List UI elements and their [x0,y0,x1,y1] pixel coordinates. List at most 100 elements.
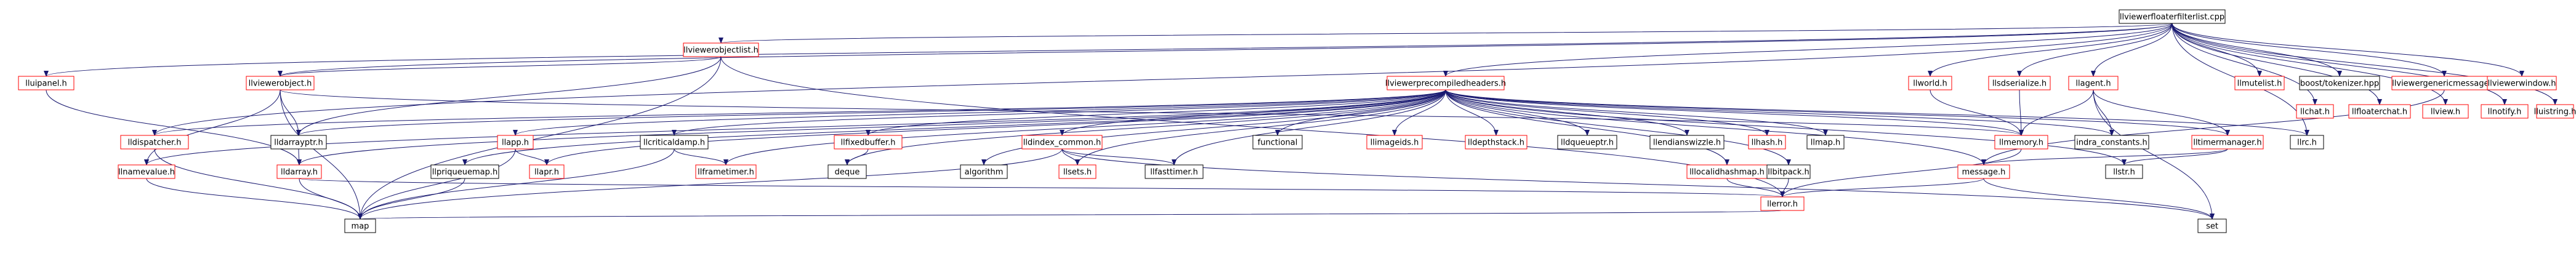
node-endian[interactable]: llendianswizzle.h [1649,135,1725,150]
node-label-notify: llnotify.h [2488,108,2522,117]
node-viewerobject[interactable]: llviewerobject.h [246,76,315,90]
node-label-localhash: lllocalidhashmap.h [1689,168,1765,177]
node-fasttimer[interactable]: llfasttimer.h [1145,164,1204,179]
node-box-viewerprecomp [1387,76,1505,90]
node-floaterchat[interactable]: llfloaterchat.h [2348,104,2411,119]
node-dqueueptr[interactable]: lldqueueptr.h [1557,135,1617,150]
node-apr[interactable]: llapr.h [529,164,565,179]
edge-root-to-lluistring [2171,23,2558,105]
edge-viewerprecomp-to-endian [1445,89,1689,136]
edge-timermgr-to-llstr [2122,148,2228,166]
node-indra_common[interactable]: lldindex_common.h [1021,135,1103,150]
node-label-frametimer: llframetimer.h [698,168,754,177]
node-llmemory[interactable]: llmemory.h [1994,135,2048,150]
node-imageids[interactable]: llimageids.h [1366,135,1423,150]
edge-agent-to-set [2093,89,2215,220]
edge-viewerprecomp-to-llmemory [1445,89,2024,136]
node-llrc[interactable]: llrc.h [2290,135,2324,150]
node-llerror[interactable]: llerror.h [1760,196,1805,211]
edge-uipanel-to-darray [46,89,302,166]
edge-viewerobject-to-darrayptr [280,89,301,136]
edge-root-to-uipanel [44,23,2173,77]
node-box-endian [1649,135,1725,150]
node-message[interactable]: message.h [1957,164,2010,179]
node-namevalue[interactable]: llnamevalue.h [118,164,175,179]
node-label-uipanel: lluipanel.h [25,79,67,89]
node-label-llmemory: llmemory.h [1999,138,2043,148]
node-set[interactable]: set [2197,218,2227,233]
node-label-llrc: llrc.h [2297,138,2317,148]
edge-viewerprecomp-to-darray [297,89,1446,166]
node-box-viewerobjectlist [683,42,759,57]
node-chat[interactable]: llchat.h [2296,104,2334,119]
node-timermgr[interactable]: lltimermanager.h [2191,135,2264,150]
node-deque[interactable]: deque [827,164,867,179]
node-sdserialize[interactable]: llsdserialize.h [1988,76,2051,90]
node-label-viewerprecomp: llviewerprecompiledheaders.h [1385,79,1506,89]
node-view[interactable]: llview.h [2422,104,2469,119]
node-notify[interactable]: llnotify.h [2481,104,2529,119]
node-viewerobjectlist[interactable]: llviewerobjectlist.h [683,42,759,57]
node-label-deque: deque [835,168,860,177]
edge-viewerprecomp-to-localhash [1445,89,1729,166]
edge-viewerprecomp-to-darrayptr [296,89,1446,136]
node-world[interactable]: llworld.h [1908,76,1952,90]
node-viewerprecomp[interactable]: llviewerprecompiledheaders.h [1385,76,1506,90]
edge-indra_common-to-fasttimer [1061,148,1177,166]
node-label-llsets: llsets.h [1063,168,1092,177]
node-label-functional: functional [1258,138,1298,148]
node-label-lapp: llapp.h [502,138,529,148]
node-darray[interactable]: lldarray.h [276,164,322,179]
edge-critdamp-to-frametimer [674,148,728,166]
node-label-chat: llchat.h [2300,108,2330,117]
edge-viewerprecomp-to-llsets [1075,89,1446,166]
edge-viewerprecomp-to-deque [845,89,1446,166]
node-agent[interactable]: llagent.h [2068,76,2119,90]
node-lluistring[interactable]: lluistring.h [2534,104,2576,119]
edge-viewerprecomp-to-depthstack [1445,89,1499,136]
node-box-mutelist [2234,76,2285,90]
edge-timermgr-to-message [1981,148,2228,166]
node-llmap[interactable]: llmap.h [1806,135,1845,150]
node-bitpack[interactable]: llbitpack.h [1766,164,1811,179]
node-fixedbuffer[interactable]: llfixedbuffer.h [834,135,903,150]
node-box-uipanel [18,76,74,90]
edge-agent-to-llmemory [2019,89,2094,136]
edge-root-to-world [1928,23,2173,77]
node-mutelist[interactable]: llmutelist.h [2234,76,2285,90]
node-dispatcher[interactable]: lldispatcher.h [120,135,189,150]
node-box-prioqueue [430,164,499,179]
node-boosttok[interactable]: boost/tokenizer.hpp [2299,76,2380,90]
node-localhash[interactable]: lllocalidhashmap.h [1686,164,1768,179]
node-llsets[interactable]: llsets.h [1058,164,1097,179]
node-uipanel[interactable]: lluipanel.h [18,76,74,90]
node-functional[interactable]: functional [1252,135,1303,150]
nodes-layer: llviewerfloaterfilterlist.cpp llviewerobj… [18,9,2576,233]
node-box-frametimer [695,164,757,179]
edge-viewerobjectlist-to-map [358,56,722,220]
node-algorithm[interactable]: algorithm [960,164,1008,179]
edge-root-to-sdserialize [2017,23,2173,77]
node-label-depthstack: lldepthstack.h [1468,138,1524,148]
node-darrayptr[interactable]: lldarrayptr.h [270,135,327,150]
edge-viewerprecomp-to-dqueueptr [1445,89,1590,136]
node-frametimer[interactable]: llframetimer.h [695,164,757,179]
node-lapp[interactable]: llapp.h [497,135,534,150]
node-prioqueue[interactable]: llpriqueuemap.h [430,164,499,179]
node-root[interactable]: llviewerfloaterfilterlist.cpp [2119,9,2226,24]
edge-agent-to-indraconst [2093,89,2114,136]
node-box-depthstack [1465,135,1527,150]
node-genmsg[interactable]: llviewergenericmessage.h [2391,76,2497,90]
node-label-hash: llhash.h [1752,138,1783,148]
node-label-llerror: llerror.h [1767,200,1798,209]
node-hash[interactable]: llhash.h [1748,135,1786,150]
node-critdamp[interactable]: llcriticaldamp.h [640,135,709,150]
node-label-set: set [2206,222,2218,231]
edge-root-to-genmsg [2171,23,2447,77]
edge-dispatcher-to-map [154,148,363,220]
node-viewerwindow[interactable]: llviewerwindow.h [2487,76,2557,90]
node-map[interactable]: map [344,218,376,233]
node-indraconst[interactable]: indra_constants.h [2074,135,2149,150]
node-llstr[interactable]: llstr.h [2105,164,2143,179]
node-depthstack[interactable]: lldepthstack.h [1465,135,1527,150]
